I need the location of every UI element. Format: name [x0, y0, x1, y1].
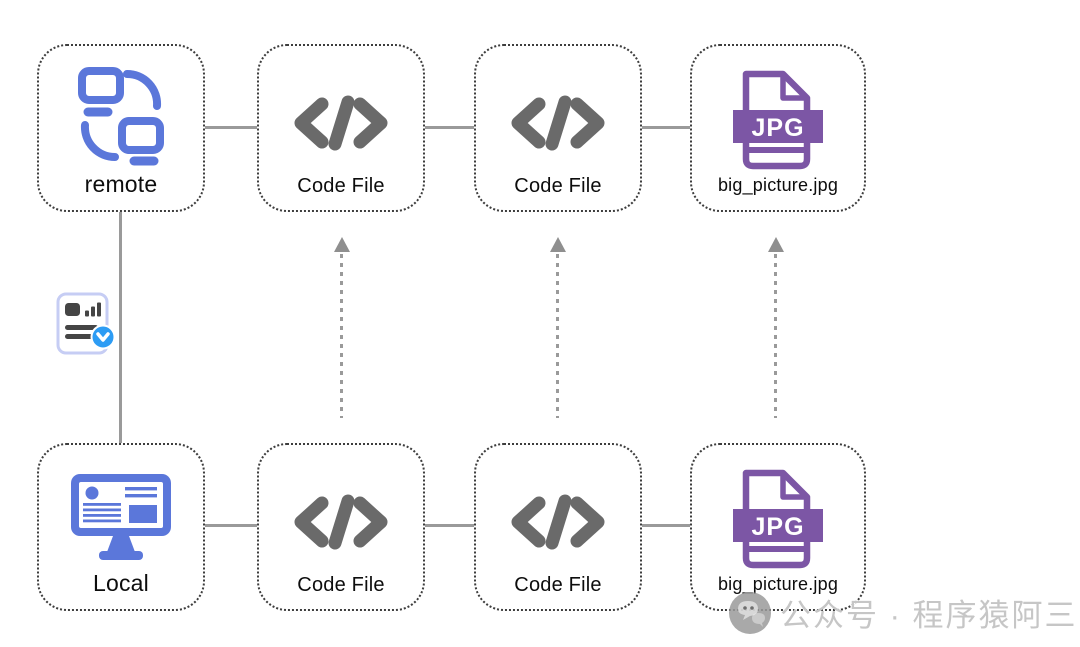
arrow-up-head-2: [550, 237, 566, 252]
code-icon: [476, 94, 640, 152]
node-label-code-file: Code File: [514, 574, 602, 596]
code-icon: [476, 493, 640, 551]
arrow-up-line-1: [340, 254, 343, 418]
jpg-file-icon: JPG: [692, 469, 864, 573]
node-code-file-top-2: Code File: [474, 44, 642, 212]
sync-icon: [39, 66, 203, 166]
node-code-file-bottom-1: Code File: [257, 443, 425, 611]
node-code-file-bottom-2: Code File: [474, 443, 642, 611]
connector-code4-jpg: [642, 524, 690, 527]
code-icon: [259, 493, 423, 551]
connector-code2-jpg: [642, 126, 690, 129]
node-local: Local: [37, 443, 205, 611]
wechat-icon: [729, 591, 771, 634]
arrow-up-line-3: [774, 254, 777, 418]
node-label-code-file: Code File: [297, 574, 385, 596]
node-label-local: Local: [93, 570, 149, 596]
connector-code1-code2: [425, 126, 474, 129]
jpg-badge-text: JPG: [751, 513, 804, 541]
connector-code3-code4: [425, 524, 474, 527]
computer-icon: [39, 472, 203, 564]
arrow-up-line-2: [556, 254, 559, 418]
node-label-remote: remote: [84, 171, 158, 197]
watermark: 公众号 · 程序猿阿三: [728, 590, 1078, 635]
connector-remote-code1: [205, 126, 257, 129]
arrow-up-head-3: [768, 237, 784, 252]
node-jpg-bottom: JPG big_picture.jpg: [690, 443, 866, 611]
watermark-text: 公众号 · 程序猿阿三: [780, 598, 1078, 633]
jpg-badge-text: JPG: [751, 114, 804, 142]
node-jpg-top: JPG big_picture.jpg: [690, 44, 866, 212]
arrow-up-head-1: [334, 237, 350, 252]
node-label-code-file: Code File: [297, 175, 385, 197]
node-remote: remote: [37, 44, 205, 212]
node-label-jpg: big_picture.jpg: [717, 175, 839, 195]
connector-remote-local: [119, 212, 122, 443]
node-label-code-file: Code File: [514, 175, 602, 197]
version-report-icon: [56, 292, 118, 365]
jpg-file-icon: JPG: [692, 70, 864, 174]
connector-local-code3: [205, 524, 257, 527]
node-code-file-top-1: Code File: [257, 44, 425, 212]
node-label-jpg: big_picture.jpg: [717, 574, 839, 594]
code-icon: [259, 94, 423, 152]
